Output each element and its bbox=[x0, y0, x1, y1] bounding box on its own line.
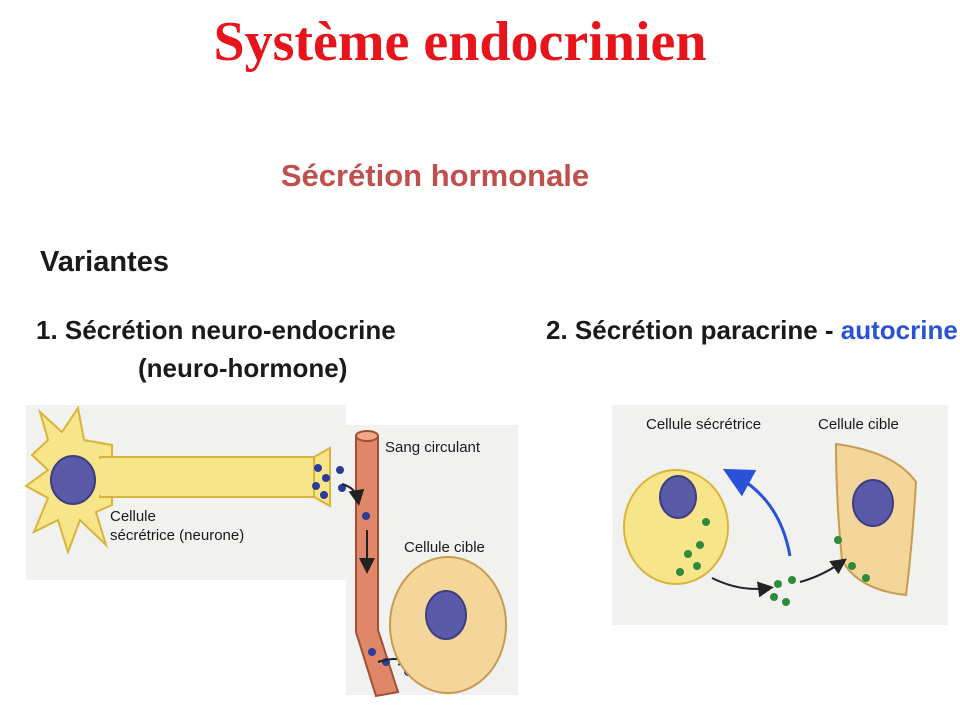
neuron-label-line1: Cellule bbox=[110, 508, 156, 525]
autocrine-arrow bbox=[722, 468, 792, 557]
neuron-hormones bbox=[312, 464, 346, 499]
secretory-cell-2 bbox=[623, 469, 729, 585]
blood-vessel bbox=[355, 430, 400, 698]
target-label-1: Cellule cible bbox=[404, 539, 485, 556]
variant2-highlight: autocrine bbox=[840, 315, 958, 345]
variant2-separator: - bbox=[817, 315, 841, 345]
variant1-heading: 1. Sécrétion neuro-endocrine bbox=[36, 315, 396, 345]
variant1-subheading: (neuro-hormone) bbox=[138, 353, 348, 383]
neuron-nucleus bbox=[50, 455, 96, 505]
page-title: Système endocrinien bbox=[213, 11, 707, 73]
paracrine-hormones bbox=[770, 576, 796, 606]
neuron-label-line2: sécrétrice (neurone) bbox=[110, 527, 244, 544]
page-subtitle: Sécrétion hormonale bbox=[280, 158, 590, 193]
secretion-arrow bbox=[341, 483, 365, 506]
section-heading: Variantes bbox=[40, 246, 169, 278]
target-cell-1 bbox=[389, 556, 507, 694]
blood-label: Sang circulant bbox=[385, 439, 481, 456]
secretory-label: Cellule sécrétrice bbox=[646, 416, 761, 433]
variant2-prefix: 2. Sécrétion paracrine bbox=[546, 315, 818, 345]
paracrine-arrow-2 bbox=[799, 558, 847, 583]
variant2-heading: 2. Sécrétion paracrine - autocrine bbox=[546, 314, 958, 346]
target-nucleus-2 bbox=[852, 479, 894, 527]
target-cell-2 bbox=[834, 442, 918, 597]
paracrine-arrow-1 bbox=[711, 577, 774, 598]
target-label-2: Cellule cible bbox=[818, 416, 899, 433]
neuron-cell bbox=[24, 405, 331, 556]
secretory-nucleus bbox=[659, 475, 697, 519]
target-nucleus-1 bbox=[425, 590, 467, 640]
